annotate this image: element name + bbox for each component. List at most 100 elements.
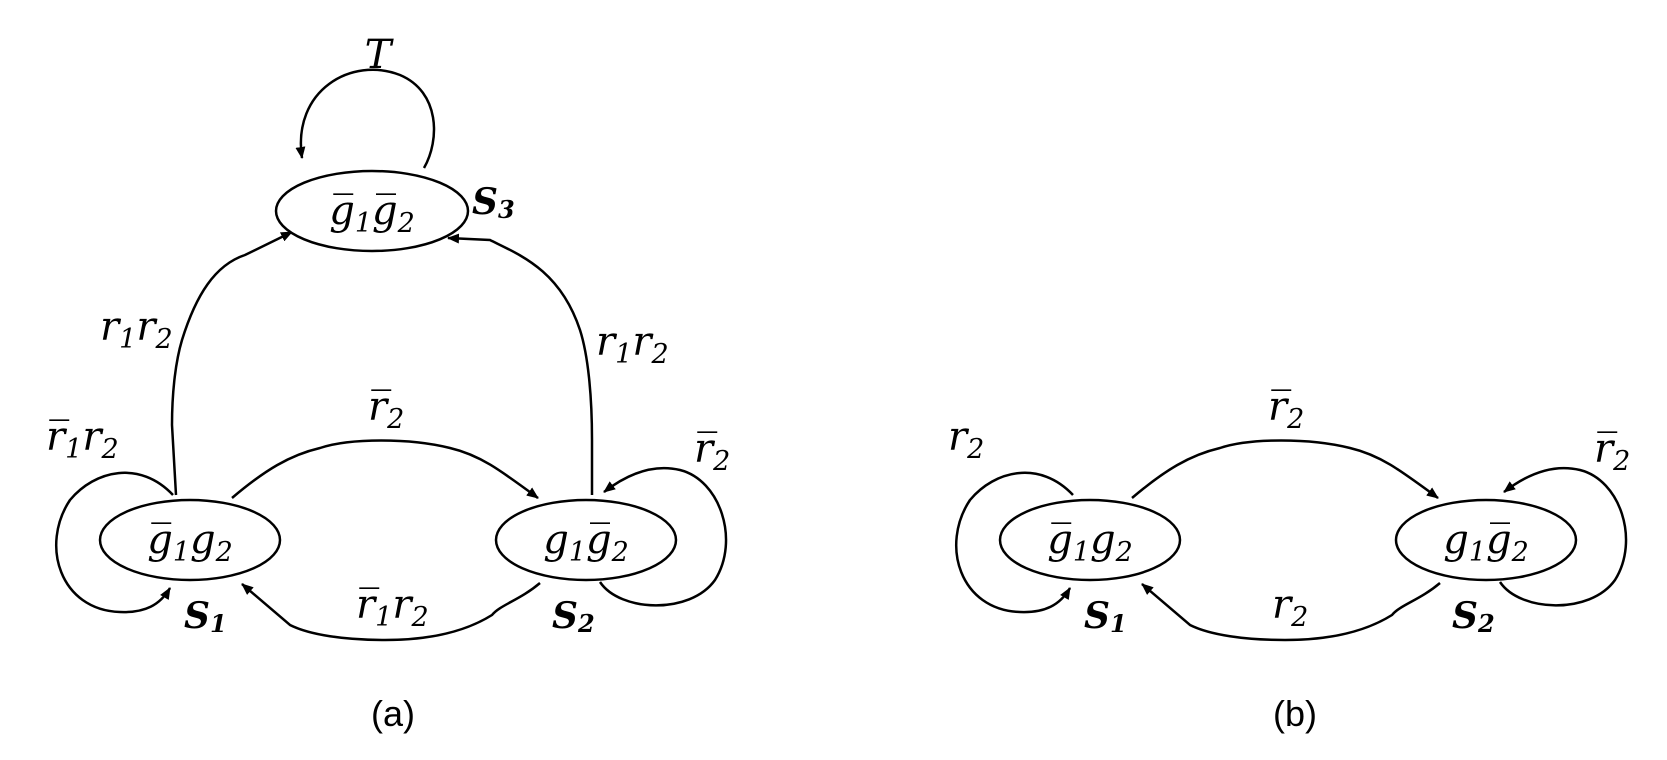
node-s2-sub-a: 1 [569,537,586,568]
edge-label-s1-self-a: r̅ [46,414,69,460]
state-name-b-s2: S2 [1452,595,1495,638]
node-s2-sub-b: 2 [611,537,629,568]
node-s2-label-a: g [543,517,569,563]
state-name-b-s1-sub: 1 [1110,609,1127,638]
edge-s1-to-s2 [231,439,539,500]
node-b-s1: g̅1g2 [998,498,1182,582]
edge-label-s3-self: T [365,32,395,78]
svg-text:g̅1g2: g̅1g2 [1047,517,1133,568]
edge-label-b-s1-s2: r̅2 [1268,384,1304,435]
node-s1-sub-b: 2 [215,537,233,568]
edge-label-s1-self: r̅1r2 [46,414,119,465]
edge-label-s2-s3-a: r [596,319,618,365]
edge-label-b-s2-self-a-sub: 2 [1612,446,1630,477]
state-name-b-s2-sub: 2 [1477,609,1495,638]
edge-label-b-s1-s2-a-sub: 2 [1286,404,1304,435]
state-name-s1: S1 [184,595,227,638]
panel-caption-b: (b) [1273,693,1317,734]
node-s2: g1g̅2 [494,498,678,582]
edge-label-s2-s3-b: r [632,319,654,365]
node-s3: g̅1g̅2 [274,169,470,253]
state-name-s1-letter: S [184,595,210,637]
edge-label-s2-s1-a: r̅ [356,582,379,628]
edge-label-s2-s3: r1r2 [596,319,669,370]
edge-label-b-s2-self-a: r̅ [1594,426,1617,472]
node-s2-label-b: g̅ [586,517,612,563]
edge-label-s2-s1: r̅1r2 [356,582,429,633]
edge-label-b-s1-self: r2 [948,414,984,465]
edge-label-s1-s3-b-sub: 2 [154,324,172,355]
edge-label-s1-s3-b: r [136,304,158,350]
svg-text:g̅1g̅2: g̅1g̅2 [329,188,415,239]
state-name-b-s1-letter: S [1084,595,1110,637]
panel-b: g̅1g2 S1 g1g̅2 S2 r2 r̅2 r̅2 r2 (b) [948,384,1630,734]
state-name-s3: S3 [472,181,515,224]
node-s1-label-a: g̅ [147,517,173,563]
edge-s2-to-s1 [241,582,541,642]
edge-b-s1-to-s2 [1131,439,1439,500]
svg-text:g̅1g2: g̅1g2 [147,517,233,568]
edge-label-s2-self-a-sub: 2 [712,446,730,477]
edge-label-s2-s3-a-sub: 1 [615,339,632,370]
node-s3-label-b: g̅ [372,188,398,234]
node-b-s1-sub-a: 1 [1073,537,1090,568]
edge-label-s2-s1-b-sub: 2 [410,602,428,633]
edge-label-b-s2-self: r̅2 [1594,426,1630,477]
edge-label-s1-s2-a-sub: 2 [386,404,404,435]
state-name-b-s1: S1 [1084,595,1127,638]
edge-label-s1-s3: r1r2 [100,304,173,355]
edge-label-b-s2-s1-a-sub: 2 [1290,602,1308,633]
node-b-s1-label-a: g̅ [1047,517,1073,563]
edge-label-b-s1-self-a: r [948,414,970,460]
edge-label-s1-s2: r̅2 [368,384,404,435]
node-s1: g̅1g2 [98,498,282,582]
state-name-s3-sub: 3 [498,195,515,224]
node-b-s1-sub-b: 2 [1115,537,1133,568]
node-s1-sub-a: 1 [173,537,190,568]
edge-label-s1-s3-a-sub: 1 [119,324,136,355]
edge-s2-self-loop [598,466,728,607]
node-b-s1-label-b: g [1090,517,1116,563]
edge-label-b-s2-s1: r2 [1272,582,1308,633]
edge-b-s1-self-loop [955,471,1074,614]
edge-b-s2-to-s1 [1141,582,1441,642]
panel-caption-a: (a) [371,693,415,734]
edge-label-b-s2-s1-a: r [1272,582,1294,628]
node-s1-label-b: g [190,517,216,563]
edge-label-s1-self-a-sub: 1 [65,434,82,465]
edge-s2-to-s3 [447,233,594,495]
edge-s1-to-s3 [170,230,293,496]
edge-label-s2-self-a: r̅ [694,426,717,472]
state-name-s3-letter: S [472,181,498,223]
edge-label-b-s1-self-a-sub: 2 [966,434,984,465]
edge-label-s1-self-b-sub: 2 [100,434,118,465]
edge-label-s2-s1-a-sub: 1 [375,602,392,633]
node-b-s2-label-b: g̅ [1486,517,1512,563]
state-name-s1-sub: 1 [210,609,227,638]
edge-b-s2-self-loop [1498,466,1628,607]
state-name-s2-sub: 2 [577,609,595,638]
svg-text:g1g̅2: g1g̅2 [1443,517,1529,568]
state-name-s2: S2 [552,595,595,638]
node-s3-sub-a: 1 [355,208,372,239]
node-b-s2-label-a: g [1443,517,1469,563]
edge-label-s2-s3-b-sub: 2 [650,339,668,370]
edge-label-s1-self-b: r [82,414,104,460]
edge-s1-self-loop [55,471,174,614]
panel-a: g̅1g̅2 S3 g̅1g2 S1 g1g̅2 S2 T r̅1r2 [46,32,730,734]
state-name-b-s2-letter: S [1452,595,1478,637]
svg-text:g1g̅2: g1g̅2 [543,517,629,568]
edge-s3-self-loop [295,68,436,169]
node-b-s2-sub-b: 2 [1511,537,1529,568]
node-b-s2-sub-a: 1 [1469,537,1486,568]
edge-label-s1-s2-a: r̅ [368,384,391,430]
edge-label-b-s1-s2-a: r̅ [1268,384,1291,430]
node-s3-sub-b: 2 [397,208,415,239]
edge-label-s1-s3-a: r [100,304,122,350]
node-s3-label-a: g̅ [329,188,355,234]
edge-label-s2-s1-b: r [392,582,414,628]
node-b-s2: g1g̅2 [1394,498,1578,582]
edge-label-s2-self: r̅2 [694,426,730,477]
state-name-s2-letter: S [552,595,578,637]
